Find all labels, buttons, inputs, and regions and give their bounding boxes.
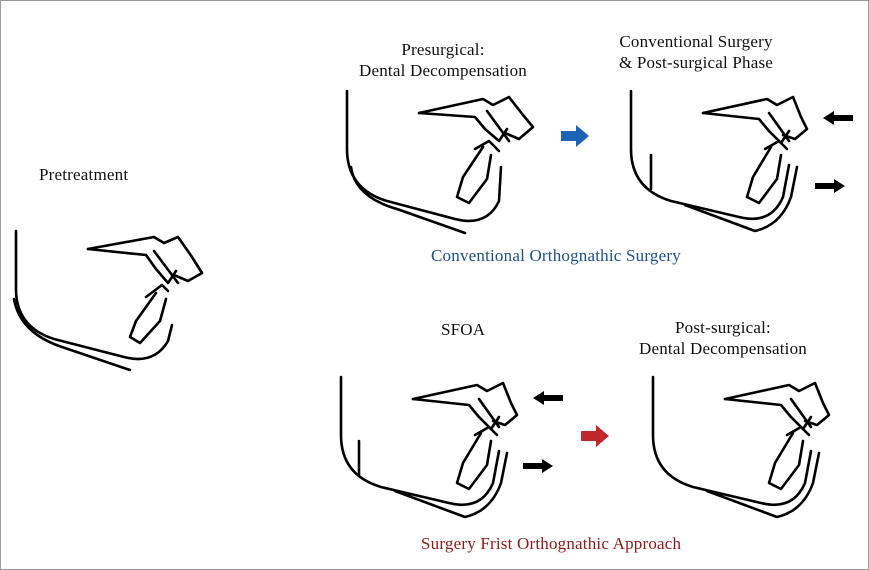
conventional-surgery-label-line1: Conventional Surgery (619, 31, 773, 52)
pretreatment-jaw-sketch (6, 229, 206, 374)
pretreatment-label: Pretreatment (39, 164, 128, 185)
presurgical-label-line2: Dental Decompensation (359, 60, 527, 81)
conventional-surgery-label-line2: & Post-surgical Phase (619, 52, 773, 73)
blue-flow-arrow-icon (561, 125, 589, 147)
red-flow-arrow-icon (581, 425, 609, 447)
conventional-surgery-label: Conventional Surgery & Post-surgical Pha… (619, 31, 773, 73)
sfoa-jaw-sketch (331, 371, 531, 521)
postsurgical-label-line1: Post-surgical: (639, 317, 807, 338)
presurgical-jaw-sketch (337, 85, 537, 235)
postsurgical-label-line2: Dental Decompensation (639, 338, 807, 359)
presurgical-label-line1: Presurgical: (359, 39, 527, 60)
conventional-orthognathic-caption: Conventional Orthognathic Surgery (431, 245, 681, 266)
sfoa-label: SFOA (441, 319, 485, 340)
conventional-surgery-jaw-sketch (621, 85, 821, 235)
sfoa-left-force-arrow-icon (533, 391, 563, 405)
sfoa-right-force-arrow-icon (523, 459, 553, 473)
conventional-left-force-arrow-icon (823, 111, 853, 125)
conventional-right-force-arrow-icon (815, 179, 845, 193)
postsurgical-jaw-sketch (643, 371, 843, 521)
postsurgical-label: Post-surgical: Dental Decompensation (639, 317, 807, 359)
presurgical-label: Presurgical: Dental Decompensation (359, 39, 527, 81)
sfoa-approach-caption: Surgery Frist Orthognathic Approach (421, 533, 681, 554)
